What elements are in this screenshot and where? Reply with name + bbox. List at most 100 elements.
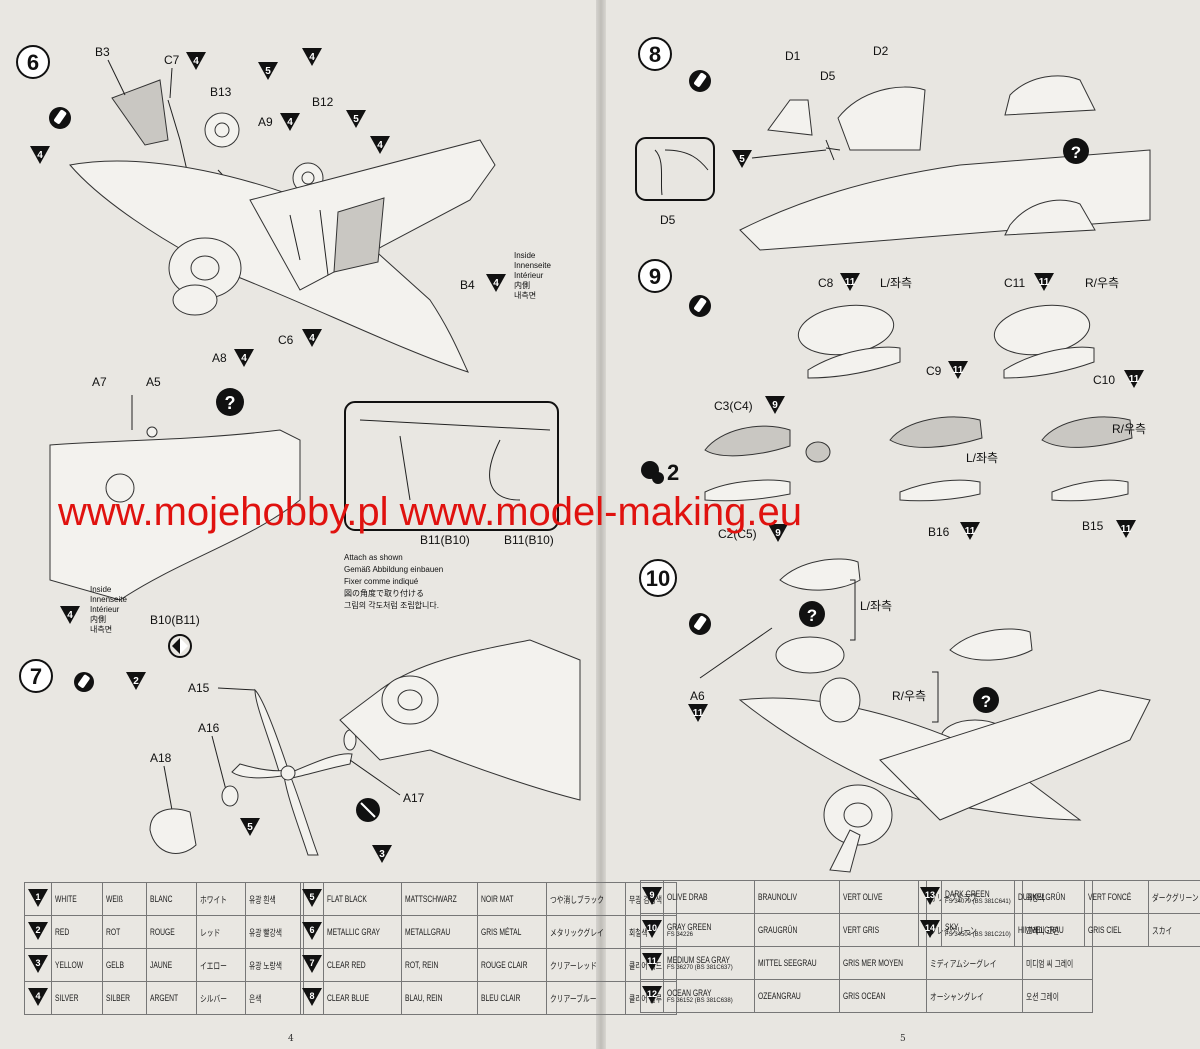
label-right-side-b: R/우측 — [1112, 422, 1146, 436]
label-a8: A8 — [212, 351, 227, 365]
paint-number-chip: 3 — [24, 948, 52, 982]
paint-number: 12 — [647, 989, 657, 999]
color-name-fr: VERT OLIVE — [839, 880, 928, 914]
paint-ref: 11 — [953, 365, 964, 376]
aircraft-final-fuselage — [879, 689, 1151, 821]
color-name-kr: 은색 — [245, 981, 304, 1015]
paint-ref: 11 — [693, 708, 704, 719]
label-b11-b10-a: B11(B10) — [420, 533, 470, 547]
note-line: Attach as shown — [344, 553, 403, 562]
part-bomb-tail — [805, 441, 831, 463]
label-d2: D2 — [873, 44, 889, 58]
paint-number: 5 — [309, 892, 314, 902]
color-name-fr: JAUNE — [145, 948, 198, 982]
label-a9: A9 — [258, 115, 273, 129]
paint-ref: 4 — [377, 140, 383, 151]
part-c10 — [1003, 346, 1095, 379]
paint-number: 14 — [925, 923, 935, 933]
paint-ref: 11 — [965, 526, 976, 537]
color-name-fr: BLEU CLAIR — [476, 981, 547, 1015]
fs-code: FS 34226 — [667, 931, 694, 938]
label-left-side-b: L/좌측 — [966, 451, 998, 465]
color-name-de: GRAUGRÜN — [753, 913, 841, 947]
color-name-fr: BLANC — [145, 882, 198, 916]
fs-code: FS 34079 (BS 381C641) — [945, 898, 1011, 905]
paint-ref: 2 — [133, 676, 139, 687]
label-a5: A5 — [146, 375, 161, 389]
label-b12: B12 — [312, 95, 334, 109]
question-icon — [799, 601, 825, 627]
question-icon — [1063, 138, 1089, 164]
color-name-en: SILVER — [51, 981, 103, 1015]
color-name-jp: メタリックグレイ — [545, 915, 626, 949]
color-name-jp: ホワイト — [196, 882, 247, 916]
note-line: Intérieur — [90, 605, 120, 614]
color-name-en: METALLIC GRAY — [323, 915, 402, 949]
label-b10-b11: B10(B11) — [150, 613, 200, 627]
label-d5-inset: D5 — [660, 213, 676, 227]
note-line: Gemäß Abbildung einbauen — [344, 565, 443, 574]
bomb-right-assembly — [1041, 416, 1133, 448]
part-a16 — [221, 785, 239, 807]
paint-number-chip: 1 — [24, 882, 52, 916]
paint-number: 1 — [35, 892, 40, 902]
paint-number-chip: 10 — [640, 913, 664, 947]
bomb-left-view — [779, 558, 861, 591]
color-name-fr: ROUGE CLAIR — [476, 948, 547, 982]
color-name-kr: 유광 빨강색 — [245, 915, 304, 949]
paint-ref: 4 — [37, 150, 43, 161]
paint-number-chip: 14 — [918, 913, 942, 947]
bomb-right-view — [949, 628, 1033, 661]
color-name-jp: ミディアムシーグレイ — [926, 946, 1023, 980]
note-line: Innenseite — [90, 595, 127, 604]
label-right-side: R/우측 — [1085, 276, 1119, 290]
step-number: 7 — [30, 664, 42, 689]
paint-number: 6 — [309, 925, 314, 935]
drop-tank-left — [775, 636, 845, 674]
color-name-en: YELLOW — [51, 948, 103, 982]
label-a18: A18 — [150, 751, 172, 765]
orientation-icon — [168, 634, 192, 658]
paint-ref: 3 — [379, 849, 385, 860]
color-name-fr: ROUGE — [145, 915, 198, 949]
paint-number-chip: 2 — [24, 915, 52, 949]
paint-number: 9 — [649, 890, 654, 900]
page-number-right: 5 — [900, 1034, 906, 1044]
color-name-jp: スカイ — [1148, 913, 1200, 947]
label-b16: B16 — [928, 525, 950, 539]
color-name-jp: シルバー — [196, 981, 247, 1015]
detail-inset — [344, 401, 559, 531]
paint-number: 7 — [309, 958, 314, 968]
label-a17: A17 — [403, 791, 425, 805]
label-c9: C9 — [926, 364, 942, 378]
step-number: 10 — [646, 566, 670, 591]
note-line: 내측면 — [90, 624, 112, 634]
aircraft-lower-view — [49, 429, 301, 601]
label-a6: A6 — [690, 689, 705, 703]
fs-code: FS 34504 (BS 381C210) — [945, 931, 1011, 938]
note-line: 図の角度で取り付ける — [344, 588, 424, 598]
color-name-fr: GRIS MER MOYEN — [839, 946, 928, 980]
color-name-jp: レッド — [196, 915, 247, 949]
color-name-jp: オーシャングレイ — [926, 979, 1023, 1013]
glue-icon — [652, 472, 664, 484]
color-name-fr: VERT FONCÉ — [1083, 880, 1150, 914]
color-name-de: BRAUNOLIV — [753, 880, 841, 914]
color-name-de: MITTEL SEEGRAU — [753, 946, 841, 980]
aircraft-final-wheel — [819, 677, 861, 723]
label-b4: B4 — [460, 278, 475, 292]
aircraft-wing — [69, 160, 469, 373]
note-line: Innenseite — [514, 261, 551, 270]
label-c8: C8 — [818, 276, 834, 290]
color-name-kr: 유광 흰색 — [245, 882, 304, 916]
label-c11: C11 — [1004, 276, 1025, 290]
color-name-jp: イエロー — [196, 948, 247, 982]
label-right-side: R/우측 — [892, 689, 926, 703]
